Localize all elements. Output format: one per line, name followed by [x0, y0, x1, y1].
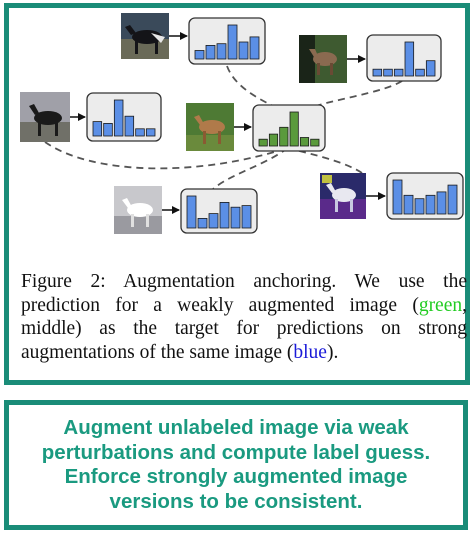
histogram-bar [197, 217, 208, 229]
histogram-bar [425, 60, 436, 77]
histogram-bar [208, 213, 219, 229]
caption-text-3: ). [326, 341, 339, 363]
histogram-bar [135, 128, 145, 137]
connector-top-left [226, 65, 282, 111]
histogram-bar [393, 68, 404, 77]
histogram-bar [227, 24, 238, 60]
thumbnail-left [20, 92, 70, 142]
histogram-bar [372, 68, 383, 77]
histogram-bar [414, 198, 425, 215]
solid-arrows [70, 32, 386, 214]
histogram-center [252, 104, 326, 152]
histogram-bar [415, 68, 425, 77]
histogram-bar [216, 43, 227, 60]
histogram-top-left [188, 17, 266, 65]
histogram-bar [392, 179, 403, 215]
thumbnail-center [186, 103, 234, 151]
histogram-top-right [366, 34, 442, 82]
histogram-bar [113, 99, 124, 137]
thumbnail-bottom-left [114, 186, 162, 234]
histogram-bar [268, 133, 279, 147]
histogram-bar [425, 194, 436, 215]
histogram-bar [404, 41, 415, 77]
histogram-bar [205, 44, 216, 60]
histogram-bar [92, 121, 103, 137]
histogram-bar [436, 191, 447, 215]
histogram-bottom-left [180, 188, 258, 234]
histogram-left [86, 92, 162, 142]
histogram-bar [289, 111, 299, 147]
histogram-bar [238, 41, 249, 60]
histogram-bar [299, 137, 310, 147]
histogram-bar [249, 36, 260, 60]
figure-panel: Figure 2: Augmentation anchoring. We use… [4, 3, 470, 385]
caption-text-2: , middle) as the target for predictions … [21, 294, 467, 363]
histogram-bar [194, 50, 205, 60]
thumbnail-bottom-right [320, 173, 366, 219]
histogram-bar [186, 195, 197, 229]
summary-text: Augment unlabeled image via weak perturb… [41, 416, 431, 513]
histogram-bar [145, 128, 156, 137]
figure-caption: Figure 2: Augmentation anchoring. We use… [21, 270, 467, 364]
histogram-bar [219, 201, 230, 229]
connector-left [44, 141, 282, 170]
caption-text-1: Figure 2: Augmentation anchoring. We use… [21, 271, 467, 316]
histogram-bar [279, 126, 289, 147]
caption-green-word: green [418, 294, 463, 316]
caption-blue-word: blue [293, 341, 327, 363]
histogram-bar [124, 115, 135, 137]
histogram-bar [258, 138, 268, 147]
thumbnail-top-left [121, 13, 169, 59]
histogram-bottom-right [386, 172, 464, 220]
histogram-bar [403, 194, 414, 215]
summary-box: Augment unlabeled image via weak perturb… [4, 400, 468, 530]
augmentation-diagram [20, 13, 464, 234]
histogram-bar [103, 122, 113, 137]
connector-bottom-left [208, 149, 286, 194]
connector-bottom-right [294, 149, 363, 174]
histogram-bar [241, 205, 252, 229]
histogram-bar [447, 184, 458, 215]
histogram-bar [230, 206, 241, 229]
histogram-bar [383, 68, 393, 77]
thumbnail-top-right [299, 35, 347, 83]
histogram-bar [310, 138, 320, 147]
